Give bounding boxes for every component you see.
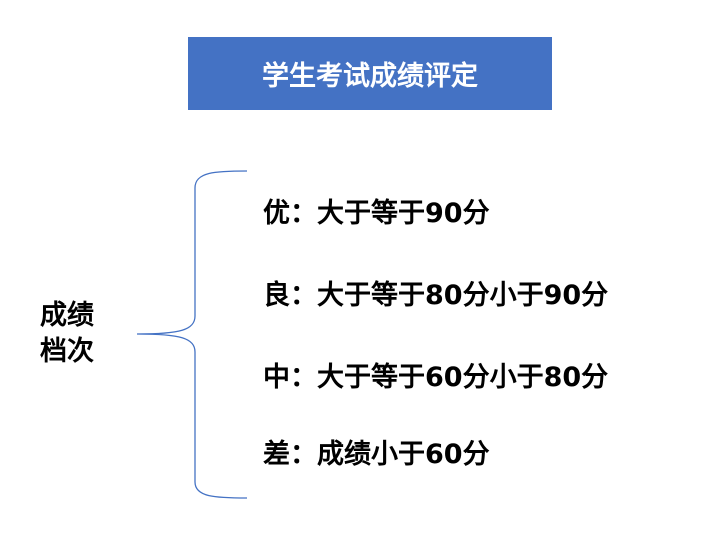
grade-separator: ： [290,439,317,470]
grade-row-poor: 差：成绩小于60分 [263,438,490,472]
grade-level: 良 [263,280,290,311]
category-label: 成绩 档次 [40,298,120,370]
grade-separator: ： [290,198,317,229]
grade-criterion: 大于等于60分小于80分 [317,362,609,393]
category-label-line-1: 成绩 [40,300,94,331]
page-title: 学生考试成绩评定 [262,61,478,92]
grade-criterion: 大于等于80分小于90分 [317,280,609,311]
grade-level: 中 [263,362,290,393]
grade-separator: ： [290,362,317,393]
grade-row-excellent: 优：大于等于90分 [263,197,490,231]
grade-criterion: 大于等于90分 [317,198,490,229]
category-label-line-2: 档次 [40,336,94,367]
grade-level: 优 [263,198,290,229]
grade-separator: ： [290,280,317,311]
title-banner: 学生考试成绩评定 [188,37,552,110]
grade-row-good: 良：大于等于80分小于90分 [263,279,608,313]
grade-criterion: 成绩小于60分 [317,439,490,470]
grade-level: 差 [263,439,290,470]
grade-row-medium: 中：大于等于60分小于80分 [263,361,608,395]
